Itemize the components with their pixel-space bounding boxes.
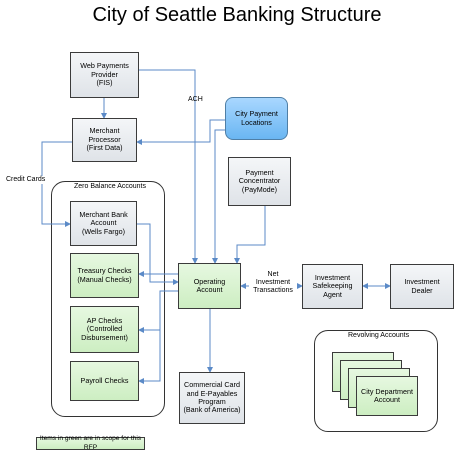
credit-cards-label: Credit Cards — [6, 176, 46, 184]
ach-label: ACH — [188, 96, 203, 103]
revolving-label: Revolving Accounts — [348, 332, 410, 339]
payroll-checks-node: Payroll Checks — [70, 361, 139, 401]
merchant-bank-account-node: Merchant Bank Account (Wells Fargo) — [70, 201, 137, 246]
investment-dealer-node: Investment Dealer — [390, 264, 454, 309]
net-investment-label: Net Investment Transactions — [249, 271, 297, 295]
treasury-checks-node: Treasury Checks (Manual Checks) — [70, 253, 139, 298]
zero-balance-label: Zero Balance Accounts — [74, 183, 146, 190]
city-department-account-node: City Department Account — [356, 376, 418, 416]
ap-checks-node: AP Checks (Controlled Disbursement) — [70, 306, 139, 353]
scope-legend: Items in green are in scope for this RFP — [36, 435, 145, 451]
web-payments-provider-node: Web Payments Provider (FIS) — [70, 52, 139, 98]
operating-account-node: Operating Account — [178, 263, 241, 309]
investment-safekeeping-agent-node: Investment Safekeeping Agent — [302, 264, 363, 309]
commercial-card-node: Commercial Card and E-Payables Program (… — [179, 372, 245, 424]
city-payment-locations-node: City Payment Locations — [225, 97, 288, 140]
diagram-title: City of Seattle Banking Structure — [92, 4, 382, 26]
payment-concentrator-node: Payment Concentrator (PayMode) — [228, 157, 291, 206]
merchant-processor-node: Merchant Processor (First Data) — [72, 118, 137, 162]
